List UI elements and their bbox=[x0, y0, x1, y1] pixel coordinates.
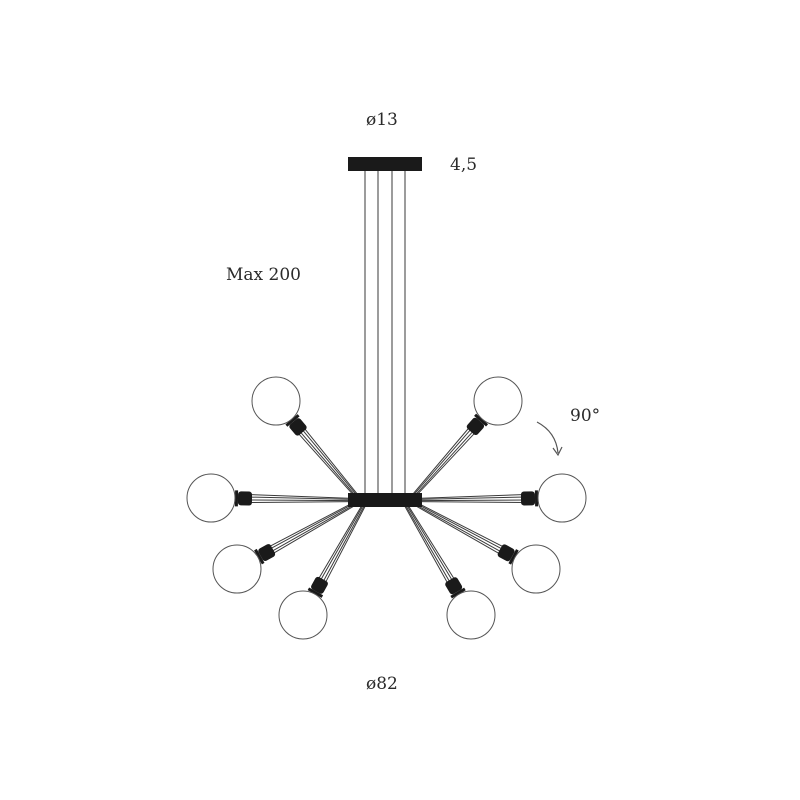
globe-bulb bbox=[537, 473, 587, 523]
arm-wires bbox=[412, 501, 507, 556]
central-hub bbox=[348, 493, 422, 507]
socket-rim bbox=[508, 549, 519, 565]
arm-wire bbox=[410, 428, 476, 501]
arm-wire bbox=[405, 505, 452, 586]
suspension-cables bbox=[364, 171, 406, 494]
arm-wire bbox=[409, 426, 474, 500]
socket-rim bbox=[307, 587, 324, 598]
ceiling-canopy bbox=[348, 157, 422, 171]
socket-rim bbox=[285, 414, 300, 427]
socket-body bbox=[497, 544, 515, 562]
arm-wire bbox=[412, 503, 503, 556]
socket-body bbox=[289, 418, 307, 436]
globe-bulb bbox=[446, 590, 496, 640]
arm-wire bbox=[295, 430, 360, 502]
arm-wire bbox=[301, 425, 362, 500]
arm-wire bbox=[247, 494, 353, 499]
lamp-arm-bottom-right bbox=[404, 503, 496, 640]
arm-wire bbox=[266, 501, 356, 549]
arm-wire bbox=[418, 499, 527, 502]
arm-wires bbox=[246, 494, 353, 504]
socket-body bbox=[445, 577, 463, 595]
arm-wire bbox=[267, 502, 356, 551]
lamp-arm-upper-right bbox=[408, 376, 523, 502]
lamp-arm-middle-right bbox=[417, 473, 587, 523]
arm-wire bbox=[410, 430, 478, 502]
arm-wires bbox=[295, 425, 362, 502]
arm-wire bbox=[404, 505, 450, 587]
globe-bulb bbox=[251, 376, 301, 426]
socket-rim bbox=[254, 548, 265, 565]
max-drop-label: Max 200 bbox=[226, 265, 301, 285]
arm-wire bbox=[247, 496, 353, 500]
arm-wire bbox=[270, 503, 358, 556]
socket-rim bbox=[534, 490, 539, 507]
arm-wire bbox=[321, 505, 365, 585]
arm-wire bbox=[413, 503, 504, 554]
lamp-arm-lower-right bbox=[412, 501, 561, 594]
arm-wire bbox=[417, 496, 526, 500]
arm-rotation-label: 90° bbox=[570, 406, 601, 426]
arm-wires bbox=[316, 503, 366, 586]
bulb-socket bbox=[497, 544, 519, 565]
globe-bulb bbox=[473, 376, 523, 426]
bulb-socket bbox=[307, 576, 328, 598]
bulb-socket bbox=[234, 490, 253, 507]
socket-body bbox=[311, 576, 328, 594]
canopy-height-label: 4,5 bbox=[450, 155, 478, 175]
arm-wires bbox=[417, 494, 527, 503]
arm-wire bbox=[268, 503, 357, 554]
socket-body bbox=[258, 544, 276, 561]
arm-wire bbox=[323, 505, 366, 586]
arm-wire bbox=[408, 424, 472, 500]
bulb-socket bbox=[466, 413, 489, 436]
arm-wire bbox=[246, 499, 352, 502]
socket-body bbox=[466, 417, 485, 436]
globe-bulb bbox=[186, 473, 236, 523]
arm-wires bbox=[408, 424, 478, 502]
arm-wire bbox=[318, 504, 364, 584]
lamp-arms bbox=[186, 376, 587, 640]
rotation-arrow-icon bbox=[536, 421, 563, 457]
arm-wire bbox=[406, 503, 457, 583]
socket-rim bbox=[474, 413, 489, 427]
lamp-arm-upper-left bbox=[251, 376, 362, 502]
overall-diameter-label: ø82 bbox=[366, 674, 398, 694]
arm-wire bbox=[316, 503, 364, 582]
bulb-socket bbox=[520, 490, 539, 507]
arm-wire bbox=[246, 501, 352, 504]
bulb-socket bbox=[285, 414, 307, 436]
socket-rim bbox=[450, 587, 466, 599]
arm-wires bbox=[404, 503, 457, 587]
bulb-socket bbox=[254, 544, 276, 565]
socket-body bbox=[520, 491, 536, 506]
arm-wire bbox=[414, 502, 506, 551]
arm-wires bbox=[266, 501, 358, 556]
lamp-arm-lower-left bbox=[212, 501, 358, 594]
arm-wire bbox=[300, 427, 361, 500]
arm-wire bbox=[414, 501, 507, 549]
socket-body bbox=[237, 491, 253, 506]
arm-wire bbox=[418, 501, 527, 503]
arm-wire bbox=[406, 504, 455, 584]
arm-wire bbox=[417, 494, 526, 499]
arm-wire bbox=[297, 429, 360, 501]
bulb-socket bbox=[445, 577, 466, 599]
canopy-diameter-label: ø13 bbox=[366, 110, 398, 130]
socket-rim bbox=[234, 490, 239, 507]
lamp-arm-middle-left bbox=[186, 473, 353, 523]
lamp-arm-bottom-left bbox=[278, 503, 366, 640]
globe-bulb bbox=[278, 590, 328, 640]
globe-bulb bbox=[212, 544, 262, 594]
globe-bulb bbox=[511, 544, 561, 594]
